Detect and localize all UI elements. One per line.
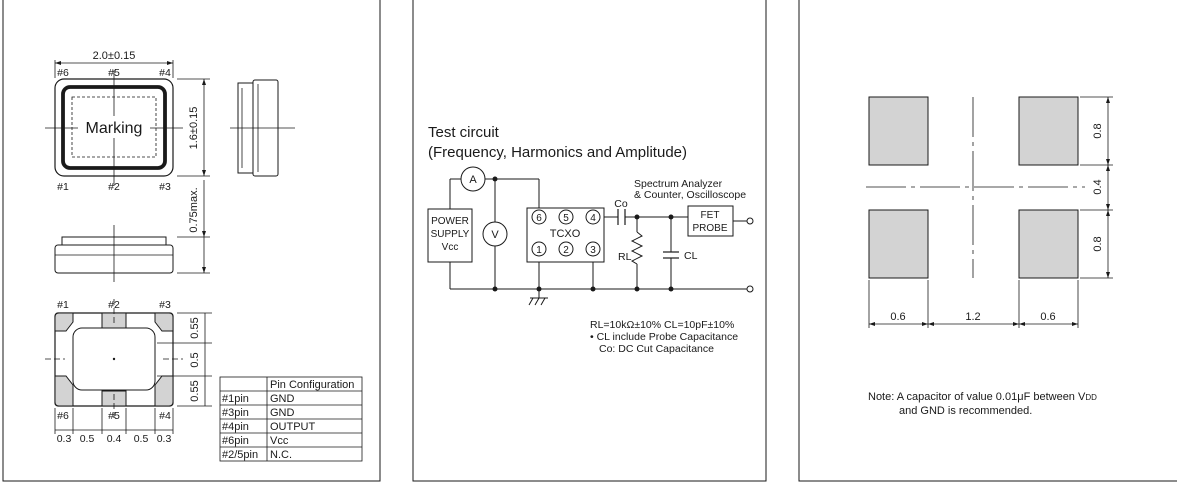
- tcxo-pin-3: 3: [590, 245, 596, 256]
- bottom-pin-label-5: #5: [108, 410, 120, 422]
- marking-label: Marking: [86, 120, 143, 137]
- ammeter-symbol: [460, 166, 486, 192]
- pin-label-bottom-2: #2: [108, 181, 120, 193]
- land-pad-1: [868, 96, 929, 166]
- dim-x-4: 0.5: [134, 433, 149, 445]
- power-supply-label: SUPPLY: [431, 229, 470, 240]
- pin-configuration-table: Pin Configuration #1pin GND #3pin GND #4…: [219, 376, 363, 462]
- dim-y-2: 0.5: [189, 352, 201, 367]
- tcxo-pin-2: 2: [563, 245, 569, 256]
- test-circuit-title: Test circuit: [428, 124, 500, 141]
- tcxo-pin-4: 4: [590, 213, 596, 224]
- pin-table-pin: #2/5pin: [222, 449, 258, 461]
- fet-probe-label: FET: [701, 210, 720, 221]
- ammeter-label: A: [469, 174, 477, 186]
- power-supply-label: Vcc: [442, 242, 459, 253]
- dim-x-5: 0.3: [157, 433, 172, 445]
- pin-table-func: OUTPUT: [270, 421, 316, 433]
- pin-table-func: GND: [270, 393, 295, 405]
- land-dim-y-2: 0.4: [1092, 179, 1104, 194]
- pin-table-func: Vcc: [270, 435, 289, 447]
- bottom-pin-label-3: #3: [159, 299, 171, 311]
- bottom-pin-label-1: #1: [57, 299, 69, 311]
- fet-probe-box: [687, 205, 734, 237]
- tcxo-pin-6: 6: [536, 213, 542, 224]
- bottom-pin-label-6: #6: [57, 410, 69, 422]
- power-supply-box: [427, 208, 473, 263]
- pin-table-func: GND: [270, 407, 295, 419]
- analyzer-label: & Counter, Oscilloscope: [634, 189, 746, 201]
- dim-width: 2.0±0.15: [93, 50, 136, 62]
- tcxo-pin-1: 1: [536, 245, 542, 256]
- pin-table-pin: #6pin: [222, 435, 249, 447]
- tcxo-label: TCXO: [550, 228, 581, 240]
- package-drawing: 2.0±0.15 #6 #5 #4 Marking #1 #2 #3 1.6±0…: [45, 50, 363, 462]
- land-note: Note: A capacitor of value 0.01μF betwee…: [868, 391, 1097, 403]
- land-pattern: 0.8 0.4 0.8 0.6 1.2 0.6 Note: A capacito…: [866, 96, 1113, 417]
- land-pad-2: [1018, 96, 1079, 166]
- circuit-note: Co: DC Cut Capacitance: [599, 343, 714, 355]
- dim-y-3: 0.55: [189, 380, 201, 401]
- pin-table-header: Pin Configuration: [270, 379, 354, 391]
- land-pad-3: [868, 209, 929, 279]
- analyzer-label: Spectrum Analyzer: [634, 178, 723, 190]
- fet-probe-label: PROBE: [692, 223, 727, 234]
- dim-x-2: 0.5: [80, 433, 95, 445]
- co-label: Co: [614, 198, 628, 210]
- tcxo-pin-5: 5: [563, 213, 569, 224]
- pin-table-pin: #4pin: [222, 421, 249, 433]
- circuit-note: RL=10kΩ±10% CL=10pF±10%: [590, 319, 734, 331]
- land-dim-x-2: 1.2: [965, 311, 980, 323]
- pin-table-func: N.C.: [270, 449, 292, 461]
- power-supply-label: POWER: [431, 216, 469, 227]
- pin-table-pin: #1pin: [222, 393, 249, 405]
- dim-x-1: 0.3: [57, 433, 72, 445]
- land-pad-4: [1018, 209, 1079, 279]
- pin-table-pin: #3pin: [222, 407, 249, 419]
- voltmeter-symbol: [482, 221, 508, 247]
- rl-label: RL: [618, 251, 632, 263]
- dim-thickness: 0.75max.: [188, 187, 200, 232]
- pin-label-bottom-1: #1: [57, 181, 69, 193]
- dim-height: 1.6±0.15: [188, 107, 200, 150]
- dim-x-3: 0.4: [107, 433, 122, 445]
- test-circuit: Test circuit (Frequency, Harmonics and A…: [427, 124, 754, 355]
- voltmeter-label: V: [491, 229, 499, 241]
- land-dim-x-1: 0.6: [890, 311, 905, 323]
- land-dim-y-3: 0.8: [1092, 236, 1104, 251]
- land-dim-y-1: 0.8: [1092, 123, 1104, 138]
- pin-label-bottom-3: #3: [159, 181, 171, 193]
- cl-label: CL: [684, 250, 698, 262]
- circuit-note: • CL include Probe Capacitance: [590, 331, 738, 343]
- land-note: and GND is recommended.: [899, 405, 1032, 417]
- bottom-pin-label-4: #4: [159, 410, 171, 422]
- test-circuit-subtitle: (Frequency, Harmonics and Amplitude): [428, 144, 687, 161]
- pin-label-top-4: #4: [159, 67, 171, 79]
- dim-y-1: 0.55: [189, 317, 201, 338]
- pin-label-top-6: #6: [57, 67, 69, 79]
- land-dim-x-3: 0.6: [1040, 311, 1055, 323]
